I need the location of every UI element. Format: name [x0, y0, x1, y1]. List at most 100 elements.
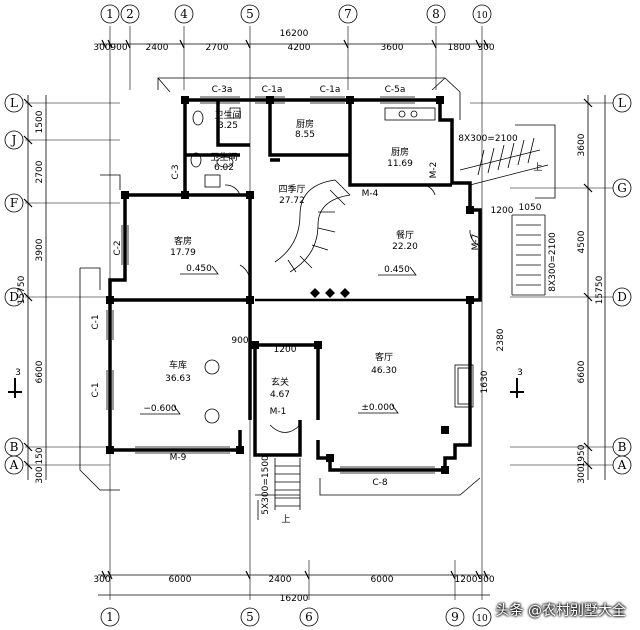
dim-misc-4: 1630 [480, 370, 490, 393]
axis-left-D: D [9, 290, 19, 304]
dim-top-7: 1800 [448, 43, 471, 53]
room-kitchen-name: 厨房 [296, 118, 314, 130]
dimension-lines [23, 39, 606, 596]
dim-right-3: 6600 [577, 360, 587, 383]
label-c1: C-1 [91, 314, 101, 329]
dim-stairs-upper: 8X300=2100 [458, 134, 518, 144]
label-c8: C-8 [372, 478, 388, 488]
roof-outline [79, 77, 556, 496]
room-garage-area: 36.63 [165, 374, 191, 384]
dim-top-total: 16200 [280, 29, 309, 39]
label-c1a: C-1a [262, 85, 283, 95]
axis-left-B: B [10, 440, 19, 454]
dim-top-3: 2400 [146, 43, 169, 53]
axis-bottom-5: 5 [246, 610, 254, 624]
label-c2: C-2 [113, 240, 123, 255]
dim-misc-1: 1050 [519, 203, 542, 213]
axis-bubbles [4, 4, 632, 627]
room-guest-level: 0.450 [186, 264, 212, 274]
room-guest-name: 客房 [174, 235, 192, 247]
dim-right-1: 3600 [577, 133, 587, 156]
axis-right-A: A [617, 458, 627, 472]
axis-top-8: 8 [432, 7, 440, 21]
axis-labels: 1 2 4 5 7 8 10 1 5 6 9 10 L J F D B A L … [9, 7, 627, 624]
axis-bottom-10: 10 [476, 614, 488, 624]
room-living-name: 客厅 [375, 351, 393, 363]
room-hall-name: 四季厅 [278, 183, 305, 195]
dim-left-5: 150 [35, 447, 45, 464]
axis-right-L: L [618, 96, 626, 110]
dim-top-2: 900 [110, 43, 127, 53]
dim-bottom-total: 16200 [280, 594, 309, 604]
dim-bot-6: 300 [477, 575, 494, 585]
walls [108, 98, 482, 472]
columns [106, 96, 474, 474]
room-bath2-name: 卫生间 [210, 151, 237, 163]
label-c5a: C-5a [385, 85, 406, 95]
label-c1a-2: C-1a [320, 85, 341, 95]
label-c3: C-3 [171, 164, 181, 179]
dim-bot-5: 1200 [455, 575, 478, 585]
dim-bot-4: 6000 [371, 575, 394, 585]
room-labels: 卫生间 3.25 卫生间 6.02 厨房 8.55 厨房 11.69 四季厅 2… [143, 109, 418, 414]
label-section-left: 3 [15, 368, 21, 378]
axis-top-1: 1 [106, 7, 114, 21]
dim-top-5: 4200 [288, 43, 311, 53]
section-marks [8, 378, 524, 398]
dim-stairs-right: 8X300=2100 [548, 232, 558, 292]
dim-right-total: 15750 [595, 275, 605, 304]
room-foyer-area: 4.67 [270, 390, 290, 400]
room-bath1-area: 3.25 [218, 121, 238, 131]
dim-misc-6: 900 [231, 336, 248, 346]
dim-left-3: 3900 [35, 238, 45, 261]
dim-left-1: 1500 [35, 110, 45, 133]
label-m9: M-9 [170, 453, 187, 463]
dim-misc-2: 1200 [491, 206, 514, 216]
room-hall-area: 27.72 [279, 196, 305, 206]
dim-top-6: 3600 [381, 43, 404, 53]
room-garage-level: −0.600 [143, 404, 177, 414]
axis-top-10: 10 [476, 11, 488, 21]
dimension-text: 16200 300 900 2400 2700 4200 3600 1800 3… [17, 29, 605, 604]
dim-right-5: 300 [577, 466, 587, 483]
axis-top-4: 4 [180, 7, 188, 21]
room-cook-area: 11.69 [387, 159, 413, 169]
label-m2: M-2 [429, 162, 439, 179]
dim-bot-2: 6000 [169, 575, 192, 585]
axis-right-D: D [617, 290, 627, 304]
axis-bottom-1: 1 [106, 610, 114, 624]
label-section-right: 3 [517, 368, 523, 378]
axis-top-5: 5 [246, 7, 254, 21]
axis-left-L: L [10, 96, 18, 110]
dim-bot-3: 2400 [269, 575, 292, 585]
room-bath2-area: 6.02 [214, 163, 234, 173]
dim-right-2: 4500 [577, 230, 587, 253]
axis-right-G: G [617, 181, 627, 195]
room-cook-name: 厨房 [391, 146, 409, 158]
room-guest-area: 17.79 [170, 248, 196, 258]
dim-left-total: 15750 [17, 275, 27, 304]
room-kitchen-area: 8.55 [295, 130, 315, 140]
component-labels: C-3a C-1a C-1a C-5a C-3 C-2 C-1 C-1 C-8 … [15, 85, 542, 525]
axis-right-B: B [618, 440, 627, 454]
room-dining-area: 22.20 [392, 242, 418, 252]
dim-left-6: 300 [35, 466, 45, 483]
label-m4: M-4 [362, 189, 379, 199]
label-up-2: 上 [281, 514, 290, 525]
label-c3a: C-3a [212, 85, 233, 95]
dim-left-4: 6600 [35, 360, 45, 383]
dim-top-4: 2700 [206, 43, 229, 53]
label-m1: M-1 [270, 407, 287, 417]
label-up-1: 上 [533, 162, 542, 173]
dim-top-1: 300 [93, 43, 110, 53]
room-living-level: ±0.000 [361, 403, 395, 413]
details [106, 96, 549, 520]
room-foyer-name: 玄关 [271, 376, 289, 388]
axis-bottom-9: 9 [451, 610, 459, 624]
dim-bot-1: 300 [93, 575, 110, 585]
room-dining-name: 餐厅 [396, 229, 414, 241]
room-living-area: 46.30 [371, 366, 397, 376]
dim-left-2: 2700 [35, 160, 45, 183]
axis-lines [25, 26, 622, 600]
